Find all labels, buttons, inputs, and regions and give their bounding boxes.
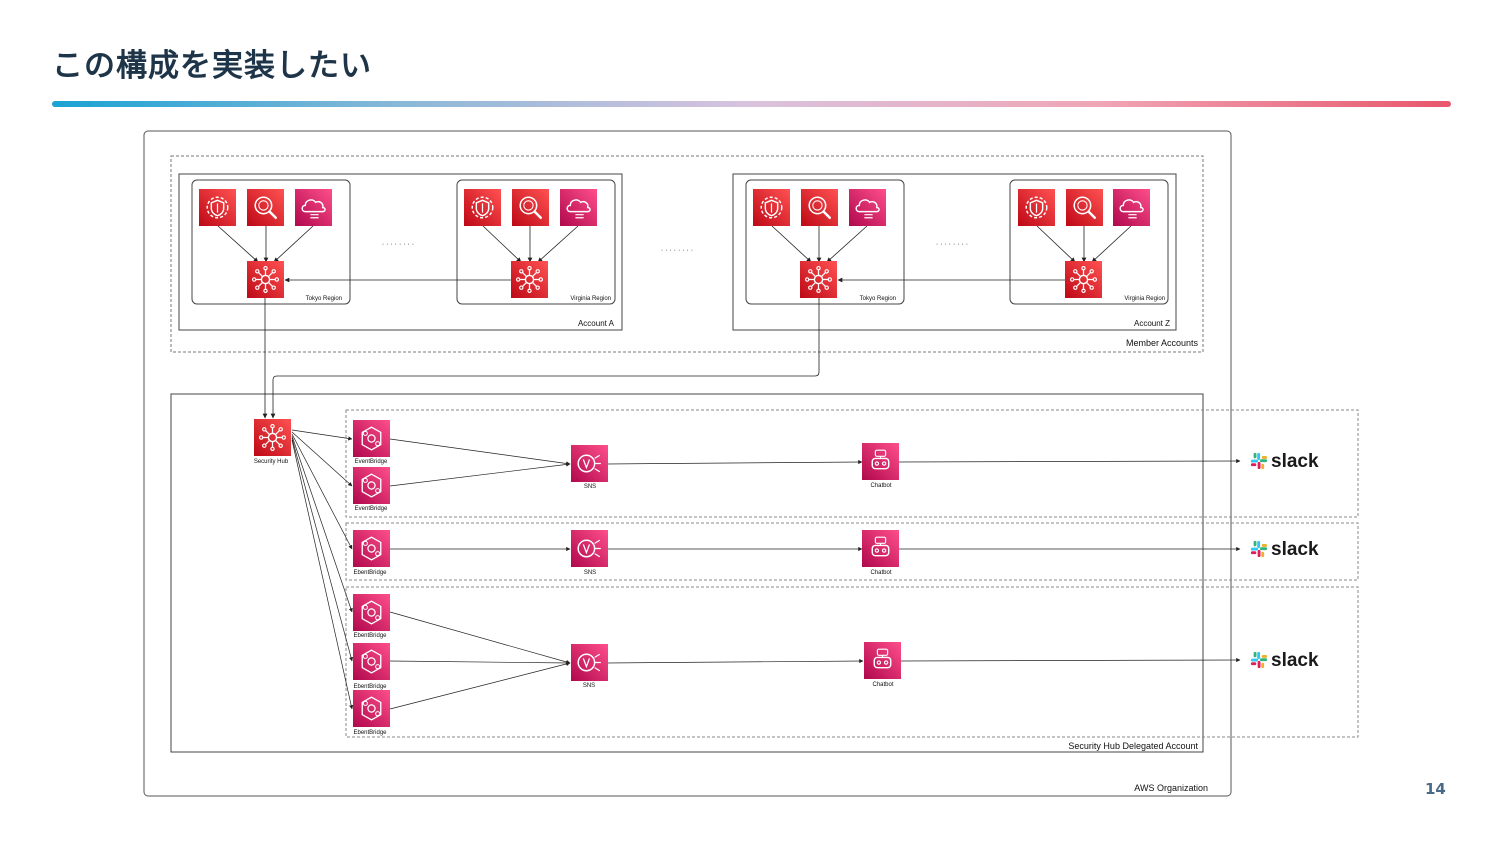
delegated-connections [291, 429, 1241, 710]
aws-organization-box [143, 130, 1232, 797]
region-box-a-tokyo [191, 179, 351, 305]
config-icon [295, 189, 332, 226]
slack-logo-icon: slack [1250, 650, 1319, 671]
eventbridge-icon [353, 467, 390, 504]
account-z-label: Account Z [1134, 319, 1170, 328]
ebentbridge-label: EbentBridge [353, 570, 387, 576]
sns-icon [571, 530, 608, 567]
inspector-icon [1066, 189, 1103, 226]
security-hub-icon [254, 419, 291, 456]
ebentbridge-label: EbentBridge [353, 633, 387, 639]
chatbot-label: Chatbot [870, 570, 891, 576]
eventbridge-icon [353, 420, 390, 457]
eventbridge-label: EventBridge [355, 506, 388, 512]
config-icon [560, 189, 597, 226]
pipeline-box-3 [345, 586, 1359, 738]
guardduty-icon [199, 189, 236, 226]
config-icon [849, 189, 886, 226]
delegated-account-label: Security Hub Delegated Account [1068, 741, 1198, 751]
aws-organization-label: AWS Organization [1134, 783, 1208, 793]
slack-logo-icon: slack [1250, 539, 1319, 560]
guardduty-icon [464, 189, 501, 226]
region-box-z-tokyo [745, 179, 905, 305]
sns-label: SNS [584, 570, 596, 576]
pipeline-box-1 [345, 409, 1359, 518]
region-label-a-virginia: Virginia Region [570, 296, 611, 302]
security-hub-icon [800, 261, 837, 298]
ebentbridge-label: EbentBridge [353, 684, 387, 690]
title-underline [52, 101, 1451, 107]
member-connections [217, 225, 1132, 419]
region-box-z-virginia [1009, 179, 1169, 305]
ellipsis-a: · · · · · · · · [382, 241, 414, 248]
sns-label: SNS [583, 683, 595, 689]
chatbot-label: Chatbot [870, 483, 891, 489]
slide-title: この構成を実装したい [52, 48, 372, 84]
slack-label: slack [1271, 451, 1319, 472]
page-number: 14 [1425, 780, 1446, 798]
ellipsis-z: · · · · · · · · [936, 241, 968, 248]
eventbridge-icon [353, 643, 390, 680]
region-label-a-tokyo: Tokyo Region [306, 296, 342, 302]
member-accounts-label: Member Accounts [1126, 338, 1199, 348]
inspector-icon [801, 189, 838, 226]
pipeline-box-2 [345, 522, 1359, 581]
chatbot-icon [862, 530, 899, 567]
region-box-a-virginia [456, 179, 616, 305]
security-hub-icon [511, 261, 548, 298]
delegated-account-box [170, 393, 1204, 753]
chatbot-icon [862, 443, 899, 480]
eventbridge-label: EventBridge [355, 459, 388, 465]
eventbridge-icon [353, 690, 390, 727]
eventbridge-icon [353, 530, 390, 567]
region-label-z-virginia: Virginia Region [1124, 296, 1165, 302]
security-hub-label: Security Hub [254, 459, 289, 465]
eventbridge-icon [353, 594, 390, 631]
security-hub-icon [1065, 261, 1102, 298]
slack-logo-icon: slack [1250, 451, 1319, 472]
guardduty-icon [753, 189, 790, 226]
inspector-icon [512, 189, 549, 226]
account-a-box [178, 173, 623, 331]
account-z-box [732, 173, 1177, 331]
slack-label: slack [1271, 650, 1319, 671]
sns-label: SNS [584, 484, 596, 490]
slack-label: slack [1271, 539, 1319, 560]
config-icon [1113, 189, 1150, 226]
sns-icon [571, 445, 608, 482]
region-label-z-tokyo: Tokyo Region [860, 296, 896, 302]
ebentbridge-label: EbentBridge [353, 730, 387, 736]
chatbot-icon [864, 642, 901, 679]
inspector-icon [247, 189, 284, 226]
guardduty-icon [1018, 189, 1055, 226]
sns-icon [571, 644, 608, 681]
member-accounts-box [170, 155, 1204, 353]
security-hub-icon [247, 261, 284, 298]
account-a-label: Account A [578, 319, 615, 328]
chatbot-label: Chatbot [872, 682, 893, 688]
ellipsis-accounts: · · · · · · · · [661, 247, 693, 254]
